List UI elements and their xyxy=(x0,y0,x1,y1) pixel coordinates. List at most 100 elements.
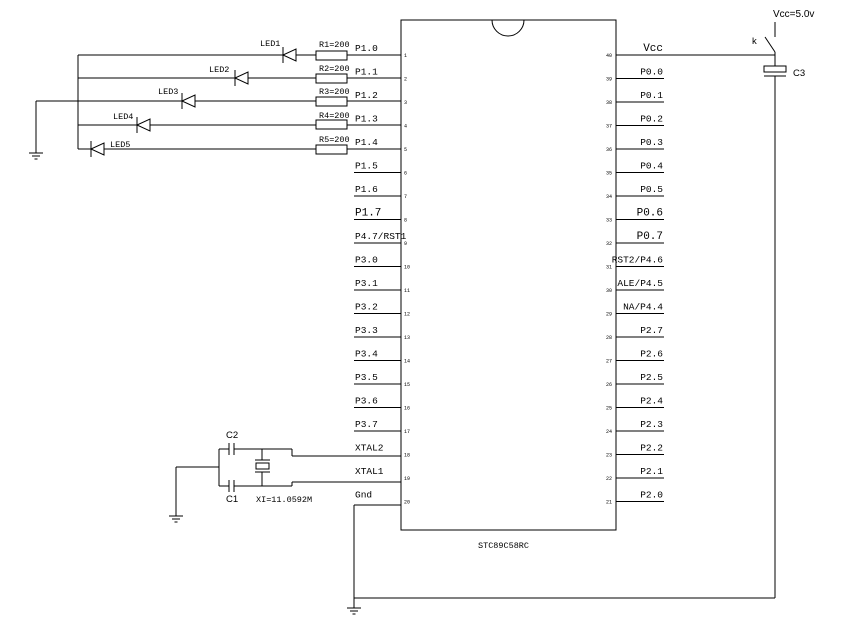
pin-number: 1 xyxy=(404,53,407,59)
led1-diode-icon xyxy=(281,47,297,63)
pin-label-p3-2: P3.2 xyxy=(355,302,378,313)
pin-number: 22 xyxy=(606,476,612,482)
capacitor-c2-icon xyxy=(228,443,235,455)
pin-label-p0-0: P0.0 xyxy=(640,67,663,78)
resistor-r3 xyxy=(315,96,348,107)
pin-label-p0-2: P0.2 xyxy=(640,114,663,125)
power-section: Vcc=5.0v k C3 xyxy=(354,9,814,599)
pin-label-p2-1: P2.1 xyxy=(640,466,663,477)
pin-number: 17 xyxy=(404,429,410,435)
led3-label: LED3 xyxy=(158,87,178,97)
pin-number: 37 xyxy=(606,124,612,130)
vcc-label: Vcc=5.0v xyxy=(773,9,814,20)
resistor-r5 xyxy=(315,144,348,155)
pin-number: 5 xyxy=(404,147,407,153)
crystal-xi-label: XI=11.0592M xyxy=(256,495,312,505)
pin-label-p2-0: P2.0 xyxy=(640,490,663,501)
pin-label-p3-6: P3.6 xyxy=(355,396,378,407)
pin-label-na-p4-4: NA/P4.4 xyxy=(623,302,663,313)
pin-label-p0-7: P0.7 xyxy=(637,231,663,243)
pin-label-gnd: Gnd xyxy=(355,490,372,501)
pin-number: 4 xyxy=(404,124,407,130)
pin-label-xtal1: XTAL1 xyxy=(355,466,384,477)
led2-diode-icon xyxy=(233,70,249,86)
ground-icon-led xyxy=(29,152,43,160)
pin-number: 36 xyxy=(606,147,612,153)
pin-number: 9 xyxy=(404,241,407,247)
pin-number: 19 xyxy=(404,476,410,482)
pin-number: 21 xyxy=(606,500,612,506)
led5-label: LED5 xyxy=(110,140,130,150)
pin-number: 23 xyxy=(606,453,612,459)
pin-number: 7 xyxy=(404,194,407,200)
pin-number: 26 xyxy=(606,382,612,388)
led3-diode-icon xyxy=(180,93,196,109)
led-network: R1=200 R2=200 R3=200 R4=200 R5=200 xyxy=(29,39,401,160)
pin-label-vcc: Vcc xyxy=(643,43,663,55)
pin-number: 39 xyxy=(606,77,612,83)
pin-label-p1-5: P1.5 xyxy=(355,161,378,172)
left-pins: P1.01P1.12P1.23P1.34P1.45P1.56P1.67P1.78… xyxy=(354,43,410,506)
chip-ground xyxy=(347,504,401,615)
pin-label-ale-p4-5: ALE/P4.5 xyxy=(617,278,663,289)
pin-number: 31 xyxy=(606,265,612,271)
chip-notch xyxy=(491,19,525,37)
pin-label-p0-6: P0.6 xyxy=(637,208,663,220)
pin-label-p0-5: P0.5 xyxy=(640,184,663,195)
pin-label-p2-6: P2.6 xyxy=(640,349,663,360)
pin-number: 10 xyxy=(404,265,410,271)
pin-label-p2-3: P2.3 xyxy=(640,419,663,430)
pin-label-p0-1: P0.1 xyxy=(640,90,663,101)
pin-number: 13 xyxy=(404,335,410,341)
ground-icon-chip xyxy=(347,607,361,615)
pin-label-p2-7: P2.7 xyxy=(640,325,663,336)
pin-label-p1-6: P1.6 xyxy=(355,184,378,195)
capacitor-c3-icon xyxy=(763,65,787,77)
pin-number: 3 xyxy=(404,100,407,106)
capacitor-c1-label: C1 xyxy=(226,494,238,505)
crystal-section: C2 C1 XI=11.0592M xyxy=(169,430,401,523)
led2-label: LED2 xyxy=(209,65,229,75)
mcu-chip: STC89C58RC xyxy=(400,19,617,551)
switch-k-label: k xyxy=(752,36,757,47)
pin-label-p2-5: P2.5 xyxy=(640,372,663,383)
pin-number: 34 xyxy=(606,194,612,200)
pin-number: 24 xyxy=(606,429,612,435)
right-pins: Vcc40P0.039P0.138P0.237P0.336P0.435P0.53… xyxy=(606,43,664,506)
pin-number: 30 xyxy=(606,288,612,294)
led5-diode-icon xyxy=(89,141,105,157)
pin-label-p1-4: P1.4 xyxy=(355,137,378,148)
pin-number: 8 xyxy=(404,218,407,224)
pin-label-p3-7: P3.7 xyxy=(355,419,378,430)
resistor-r5-label: R5=200 xyxy=(319,135,350,145)
pin-label-p1-3: P1.3 xyxy=(355,114,378,125)
resistor-r4-label: R4=200 xyxy=(319,111,350,121)
pin-label-p1-7: P1.7 xyxy=(355,208,381,220)
pin-label-p2-2: P2.2 xyxy=(640,443,663,454)
pin-number: 6 xyxy=(404,171,407,177)
led4-label: LED4 xyxy=(113,112,133,122)
led4-diode-icon xyxy=(135,117,151,133)
pin-label-p3-5: P3.5 xyxy=(355,372,378,383)
resistor-r3-label: R3=200 xyxy=(319,87,350,97)
ground-icon-crystal xyxy=(169,515,183,523)
capacitor-c3-label: C3 xyxy=(793,68,805,79)
pin-number: 28 xyxy=(606,335,612,341)
chip-name: STC89C58RC xyxy=(478,541,529,551)
pin-number: 38 xyxy=(606,100,612,106)
pin-label-p1-2: P1.2 xyxy=(355,90,378,101)
pin-label-p3-1: P3.1 xyxy=(355,278,378,289)
pin-label-p4-7-rst1: P4.7/RST1 xyxy=(355,231,407,242)
resistor-r1-label: R1=200 xyxy=(319,40,350,50)
resistor-r2-label: R2=200 xyxy=(319,64,350,74)
resistor-r2 xyxy=(315,73,348,84)
crystal-xi-icon xyxy=(255,459,270,473)
pin-label-p1-1: P1.1 xyxy=(355,67,378,78)
pin-label-p0-4: P0.4 xyxy=(640,161,663,172)
pin-label-p3-4: P3.4 xyxy=(355,349,378,360)
resistor-r4 xyxy=(315,119,348,130)
pin-label-p3-0: P3.0 xyxy=(355,255,378,266)
capacitor-c1-icon xyxy=(228,480,235,492)
led1-label: LED1 xyxy=(260,39,280,49)
